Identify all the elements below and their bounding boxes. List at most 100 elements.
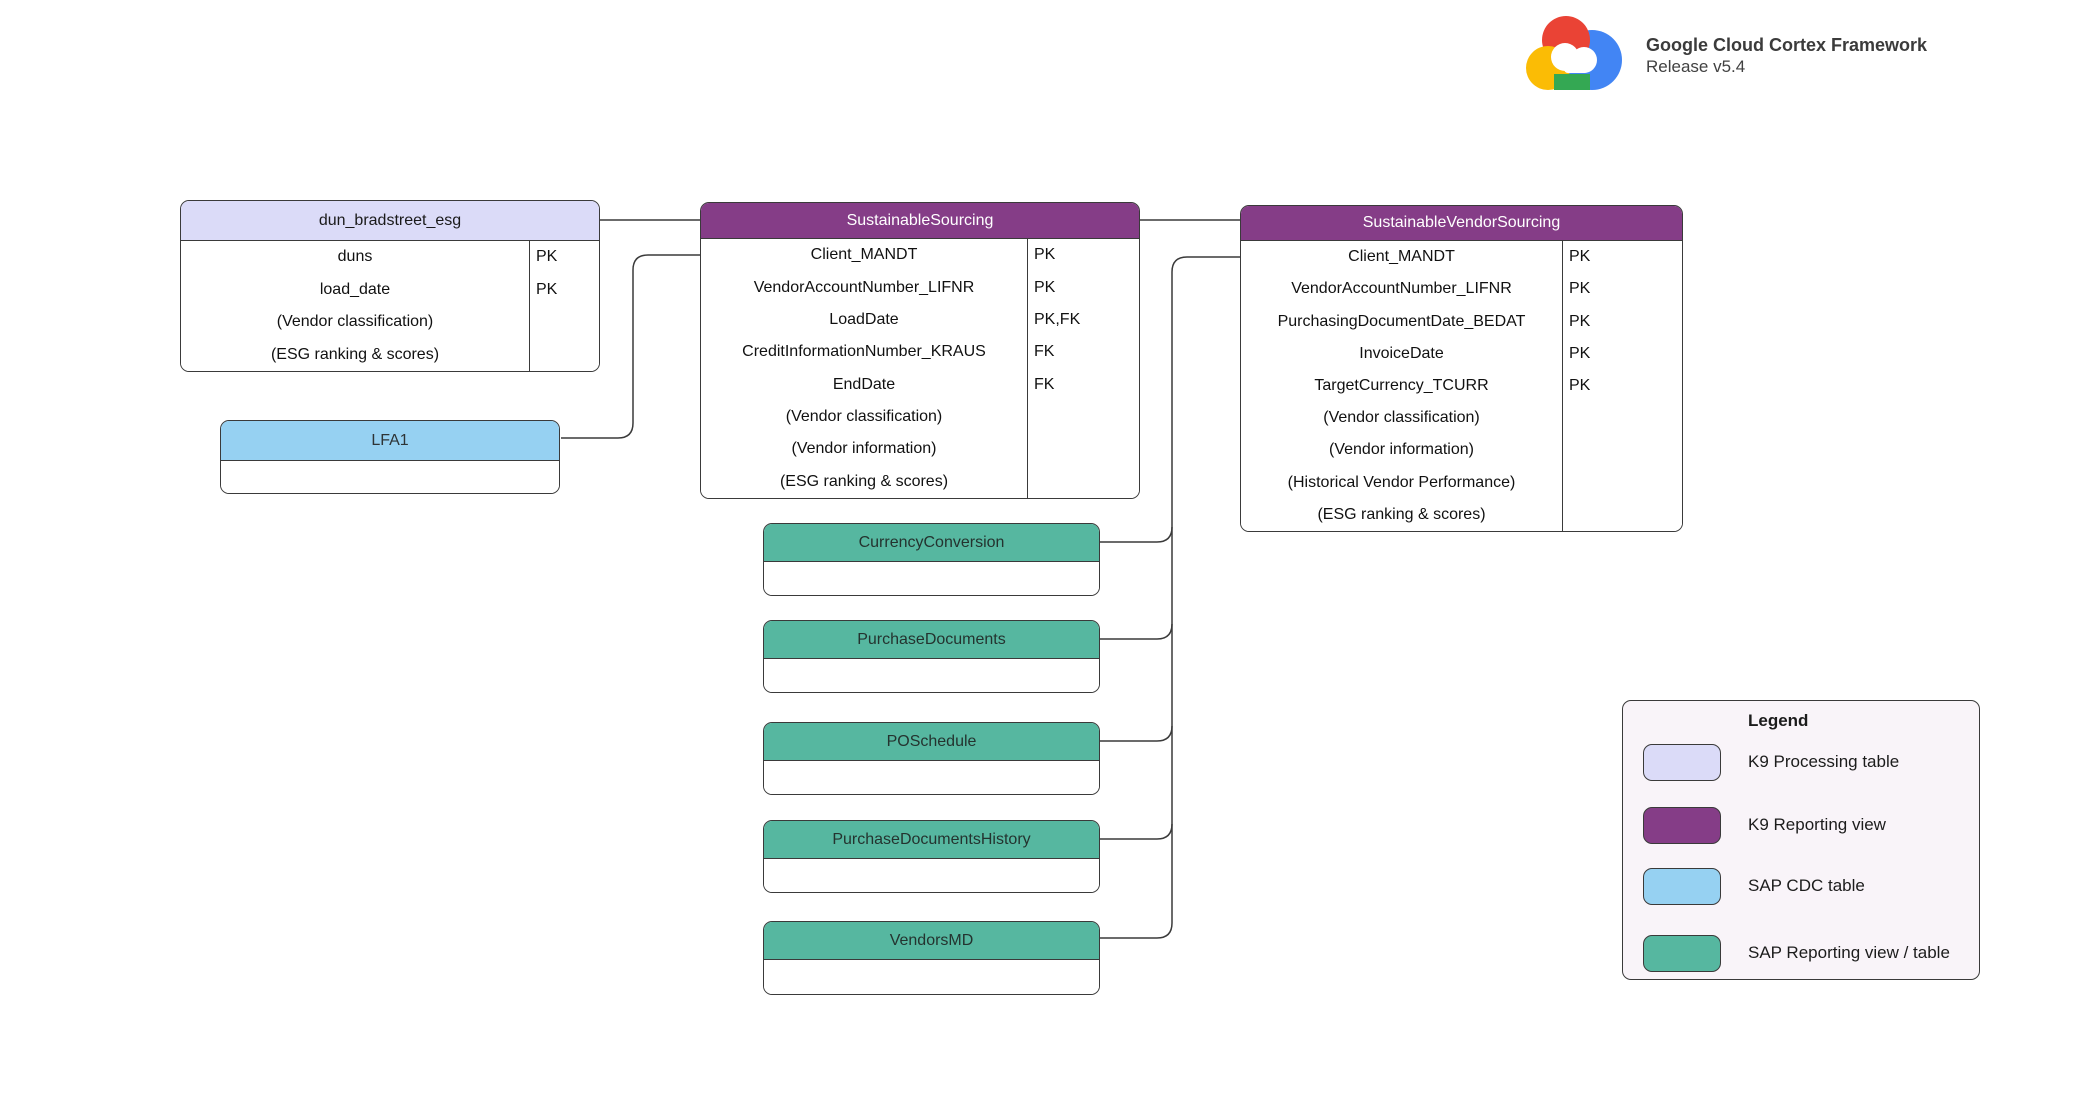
legend-swatch-k9-processing [1643, 743, 1721, 781]
key-label [529, 306, 599, 339]
entity-vendors-md: VendorsMD [763, 921, 1100, 995]
field-name: VendorAccountNumber_LIFNR [753, 278, 975, 296]
field-name: (Vendor information) [791, 440, 937, 458]
google-cloud-logo-icon [1526, 16, 1622, 90]
empty-row [764, 859, 1099, 892]
field-name: (Vendor information) [1329, 441, 1474, 459]
entity-title: PurchaseDocuments [764, 621, 1099, 659]
field-name: PurchasingDocumentDate_BEDAT [1277, 312, 1526, 330]
legend: Legend K9 Processing table K9 Reporting … [1622, 700, 1980, 980]
entity-purchase-documents: PurchaseDocuments [763, 620, 1100, 693]
entity-sustainable-vendor-sourcing: SustainableVendorSourcing Client_MANDT P… [1240, 205, 1683, 532]
field-name: (Vendor classification) [1323, 409, 1480, 427]
legend-title: Legend [1748, 711, 1809, 730]
key-label [1562, 466, 1682, 499]
entity-row: (Historical Vendor Performance) [1241, 466, 1682, 499]
field-name: EndDate [832, 375, 896, 393]
legend-swatch-sap-reporting [1643, 934, 1721, 972]
entity-row: (Vendor classification) [701, 400, 1139, 434]
entity-title: SustainableSourcing [701, 203, 1139, 239]
key-label: FK [1027, 368, 1139, 401]
legend-item: K9 Reporting view [1643, 806, 1886, 844]
legend-item: K9 Processing table [1643, 743, 1899, 781]
legend-swatch-sap-cdc [1643, 867, 1721, 905]
key-label [1562, 434, 1682, 467]
empty-row [764, 960, 1099, 994]
entity-row: Client_MANDT PK [701, 239, 1139, 272]
key-label [1027, 433, 1139, 466]
empty-row [221, 461, 559, 493]
entity-row: InvoiceDate PK [1241, 337, 1682, 370]
key-label: PK [1562, 241, 1682, 274]
key-label: PK [1562, 305, 1682, 338]
key-label: PK,FK [1027, 303, 1139, 337]
entity-title: VendorsMD [764, 922, 1099, 960]
field-name: duns [337, 248, 373, 266]
entity-row: TargetCurrency_TCURR PK [1241, 369, 1682, 403]
entity-lfa1: LFA1 [220, 420, 560, 494]
legend-item: SAP Reporting view / table [1643, 934, 1950, 972]
entity-purchase-documents-history: PurchaseDocumentsHistory [763, 820, 1100, 893]
entity-row: PurchasingDocumentDate_BEDAT PK [1241, 305, 1682, 338]
entity-row: duns PK [181, 241, 599, 274]
field-name: (Vendor classification) [276, 313, 434, 331]
entity-row: (ESG ranking & scores) [181, 338, 599, 371]
key-label: PK [529, 241, 599, 274]
key-label: FK [1027, 336, 1139, 369]
field-name: Client_MANDT [810, 246, 918, 264]
brand-release-version: Release v5.4 [1646, 57, 1746, 76]
key-label [1027, 400, 1139, 434]
connector-purchasedocumentshistory [1100, 823, 1173, 840]
entity-title: dun_bradstreet_esg [181, 201, 599, 241]
entity-row: (Vendor classification) [181, 306, 599, 339]
entity-row: (ESG ranking & scores) [1241, 498, 1682, 531]
field-name: (ESG ranking & scores) [270, 345, 440, 363]
entity-dun-bradstreet-esg: dun_bradstreet_esg duns PK load_date PK … [180, 200, 600, 372]
connector-poschedule [1100, 725, 1173, 742]
connector-purchasedocuments [1100, 623, 1173, 640]
legend-label: K9 Reporting view [1748, 815, 1886, 834]
brand-title: Google Cloud Cortex Framework [1646, 35, 1928, 55]
legend-swatch-k9-reporting [1643, 806, 1721, 844]
key-label: PK [1562, 369, 1682, 403]
field-name: LoadDate [829, 310, 899, 328]
key-label [529, 338, 599, 371]
legend-label: SAP Reporting view / table [1748, 943, 1950, 962]
field-name: load_date [319, 280, 391, 298]
entity-row: EndDate FK [701, 368, 1139, 401]
key-label: PK [1027, 271, 1139, 304]
entity-row: VendorAccountNumber_LIFNR PK [701, 271, 1139, 304]
key-label: PK [529, 273, 599, 306]
field-name: TargetCurrency_TCURR [1314, 376, 1489, 394]
connector-currencyconversion [1100, 526, 1173, 543]
field-name: Client_MANDT [1348, 248, 1455, 266]
key-label: PK [1562, 337, 1682, 370]
entity-row: VendorAccountNumber_LIFNR PK [1241, 273, 1682, 306]
key-label: PK [1027, 239, 1139, 272]
brand-header: Google Cloud Cortex Framework Release v5… [1524, 10, 1927, 102]
entity-title: PurchaseDocumentsHistory [764, 821, 1099, 859]
field-name: CreditInformationNumber_KRAUS [742, 343, 986, 361]
connector-bus-vendorsourcing [1100, 256, 1240, 939]
empty-row [764, 761, 1099, 794]
entity-row: LoadDate PK,FK [701, 303, 1139, 337]
entity-sustainable-sourcing: SustainableSourcing Client_MANDT PK Vend… [700, 202, 1140, 499]
entity-row: (Vendor information) [1241, 434, 1682, 467]
key-label [1562, 402, 1682, 435]
field-name: VendorAccountNumber_LIFNR [1291, 280, 1512, 298]
connector-lfa1-to-sourcing [561, 254, 700, 439]
empty-row [764, 562, 1099, 595]
entity-title: POSchedule [764, 723, 1099, 761]
field-name: (Historical Vendor Performance) [1287, 473, 1516, 491]
key-label: PK [1562, 273, 1682, 306]
entity-row: Client_MANDT PK [1241, 241, 1682, 274]
entity-title: LFA1 [221, 421, 559, 461]
empty-row [764, 659, 1099, 692]
entity-row: (Vendor information) [701, 433, 1139, 466]
legend-item: SAP CDC table [1643, 867, 1865, 905]
key-label [1027, 465, 1139, 498]
entity-currency-conversion: CurrencyConversion [763, 523, 1100, 596]
entity-row: load_date PK [181, 273, 599, 306]
